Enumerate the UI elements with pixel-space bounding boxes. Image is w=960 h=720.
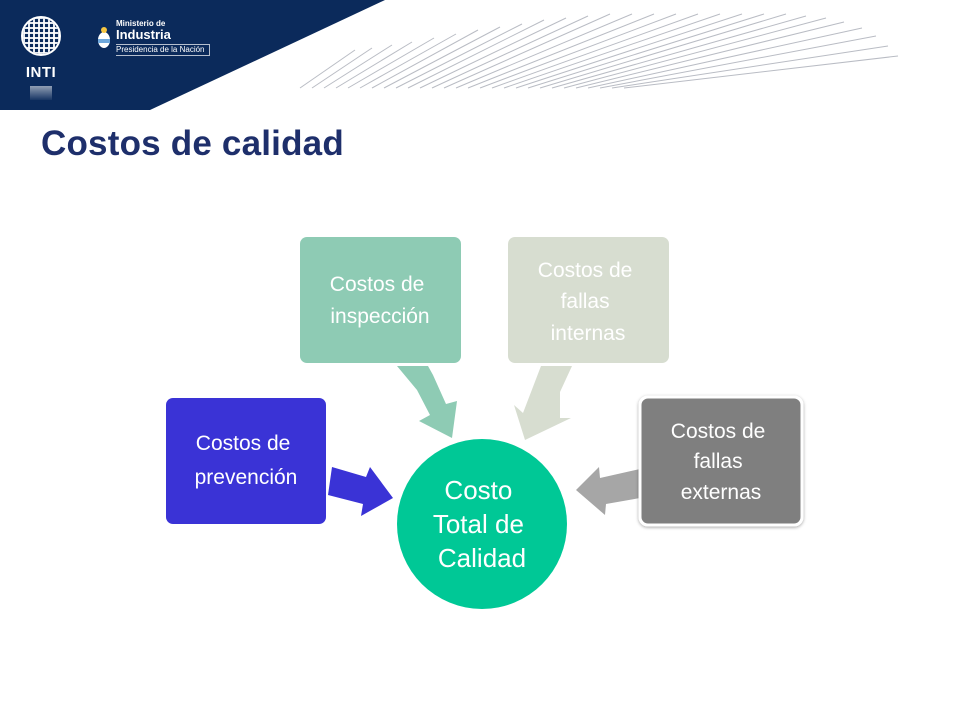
inti-logo-word: INTI xyxy=(25,64,57,81)
inti-logo: INTI xyxy=(16,12,66,102)
box-inspeccion-line-2: inspección xyxy=(330,305,429,328)
box-fallas-externas-line-1: Costos de xyxy=(671,420,766,443)
inti-globe-icon xyxy=(21,16,61,56)
box-fallas-externas-line-2: fallas xyxy=(694,450,743,473)
box-fallas-internas xyxy=(508,237,669,363)
box-fallas-internas-line-2: fallas xyxy=(561,290,610,313)
box-prevencion-line-2: prevención xyxy=(195,466,298,489)
arrow-fallas-internas xyxy=(514,366,572,440)
header-band xyxy=(0,0,899,110)
ministerio-line-2: Industria xyxy=(116,27,171,43)
ministerio-line-3: Presidencia de la Nación xyxy=(116,44,210,57)
inti-logo-fade xyxy=(30,86,52,100)
argentina-shield-icon xyxy=(98,27,110,48)
center-line-2: Total de xyxy=(433,509,524,539)
arrow-prevencion xyxy=(328,467,393,516)
box-fallas-externas-label: Costos de fallas externas xyxy=(671,420,771,504)
center-circle xyxy=(397,439,567,609)
header-hatch-decoration xyxy=(299,13,899,89)
arrow-inspeccion xyxy=(397,366,457,438)
center-label: Costo Total de Calidad xyxy=(433,475,531,573)
ministerio-logo: Ministerio de Industria Presidencia de l… xyxy=(116,19,210,57)
arrow-fallas-externas xyxy=(576,467,640,515)
box-inspeccion xyxy=(300,237,461,363)
box-inspeccion-label: Costos de inspección xyxy=(330,273,430,328)
box-fallas-externas-line-3: externas xyxy=(681,481,762,504)
page-title: Costos de calidad xyxy=(41,124,344,163)
center-line-1: Costo xyxy=(444,475,512,505)
box-prevencion-label: Costos de prevención xyxy=(195,432,298,489)
box-prevencion xyxy=(166,398,326,524)
box-prevencion-line-1: Costos de xyxy=(196,432,291,455)
box-fallas-internas-line-3: internas xyxy=(551,322,626,345)
box-inspeccion-line-1: Costos de xyxy=(330,273,425,296)
box-fallas-internas-line-1: Costos de xyxy=(538,259,633,282)
ministerio-line-1: Ministerio de xyxy=(116,19,166,28)
center-line-3: Calidad xyxy=(438,543,526,573)
box-fallas-internas-label: Costos de fallas internas xyxy=(538,259,638,345)
box-fallas-externas xyxy=(638,395,804,527)
